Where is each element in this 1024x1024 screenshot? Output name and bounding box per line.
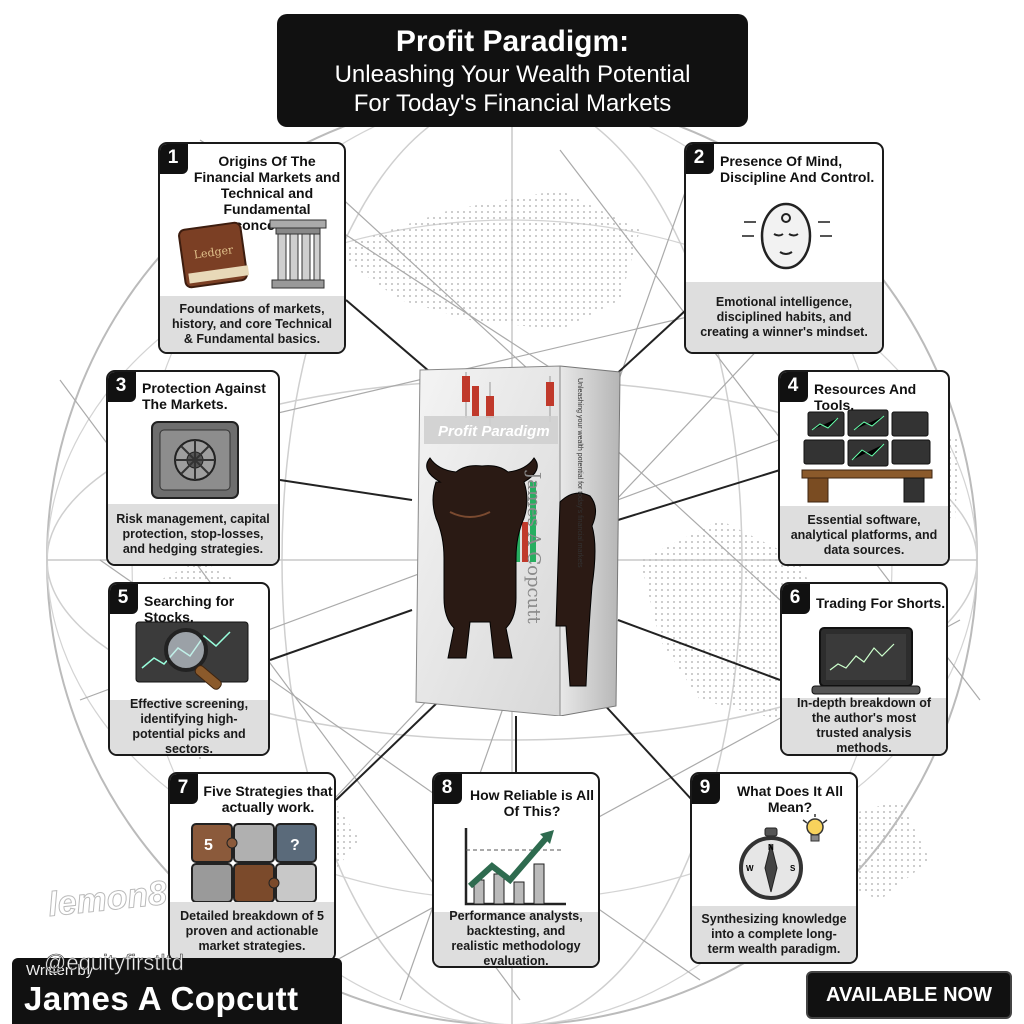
book-title: Profit Paradigm	[438, 423, 550, 440]
ledger-book-icon: Ledger	[178, 221, 250, 289]
ledger-label: Ledger	[193, 243, 235, 261]
panel-description: Risk management, capital protection, sto…	[108, 504, 278, 564]
svg-text:?: ?	[290, 837, 300, 854]
panel-description: Foundations of markets, history, and cor…	[160, 296, 344, 352]
panel-title: What Does It All Mean?	[736, 783, 844, 815]
panel-title: Trading For Shorts.	[816, 595, 946, 611]
panel-title: Five Strategies that actually work.	[203, 783, 333, 815]
title-main: Profit Paradigm:	[395, 25, 630, 58]
magnifier-chart-icon	[135, 621, 249, 690]
available-now-badge: AVAILABLE NOW	[806, 971, 1012, 1019]
panel-number: 3	[108, 372, 136, 402]
written-by-label: Written by	[26, 962, 94, 979]
panel-4: 4 Resources And Tools. Essential softwar…	[778, 370, 950, 566]
panel-title: Resources And Tools.	[814, 381, 917, 413]
panel-3: 3 Protection Against The Markets. Risk m…	[106, 370, 280, 566]
laptop-chart-icon	[811, 627, 921, 695]
rising-chart-icon	[464, 828, 566, 906]
svg-text:S: S	[790, 864, 796, 873]
panel-1: 1 Origins Of The Financial Markets and T…	[158, 142, 346, 354]
book-spine-text: Unleashing your wealth potential for tod…	[576, 378, 583, 568]
trading-desk-icon	[801, 409, 933, 503]
book-cover: Profit Paradigm James A Copcutt Unleashi…	[415, 365, 621, 716]
panel-number: 7	[170, 774, 198, 804]
panel-7: 7 Five Strategies that actually work. 5 …	[168, 772, 336, 962]
panel-number: 9	[692, 774, 720, 804]
panel-number: 4	[780, 372, 808, 402]
panel-description: Synthesizing knowledge into a complete l…	[692, 906, 856, 962]
panel-8: 8 How Reliable is All Of This? Performan…	[432, 772, 600, 968]
social-handle: @equityfirstltd	[44, 950, 184, 976]
panel-2: 2 Presence Of Mind, Discipline And Contr…	[684, 142, 884, 354]
panel-number: 6	[782, 584, 810, 614]
title-subtitle-line-1: Unleashing Your Wealth Potential	[334, 61, 691, 88]
lightbulb-icon	[802, 814, 828, 842]
panel-5: 5 Searching for Stocks. Effective screen…	[108, 582, 270, 756]
panel-title: Searching for Stocks.	[144, 593, 235, 625]
panel-title: How Reliable is All Of This?	[470, 787, 594, 819]
panel-title: Presence Of Mind, Discipline And Control…	[720, 153, 875, 185]
svg-text:W: W	[746, 864, 754, 873]
title-banner: Profit Paradigm: Unleashing Your Wealth …	[277, 14, 748, 127]
panel-number: 5	[110, 584, 138, 614]
puzzle-icon: 5 ?	[191, 823, 317, 903]
panel-description: Detailed breakdown of 5 proven and actio…	[170, 902, 334, 960]
title-subtitle-line-2: For Today's Financial Markets	[353, 90, 672, 117]
author-banner: Written by James A Copcutt	[12, 958, 342, 1024]
panel-description: Effective screening, identifying high-po…	[110, 697, 268, 754]
greek-column-icon	[269, 219, 327, 289]
panel-9: 9 What Does It All Mean? N W S Synthesiz…	[690, 772, 858, 964]
panel-description: Essential software, analytical platforms…	[780, 506, 948, 564]
panel-6: 6 Trading For Shorts. In-depth breakdown…	[780, 582, 948, 756]
panel-description: In-depth breakdown of the author's most …	[782, 696, 946, 754]
panel-number: 2	[686, 144, 714, 174]
meditating-head-icon	[742, 202, 832, 270]
book-author-vertical: James A Copcutt	[523, 470, 544, 624]
vault-icon	[151, 421, 239, 499]
panel-title: Protection Against The Markets.	[142, 380, 266, 412]
panel-number: 8	[434, 774, 462, 804]
panel-number: 1	[160, 144, 188, 174]
author-name: James A Copcutt	[24, 980, 299, 1017]
svg-text:N: N	[768, 843, 774, 852]
panel-description: Emotional intelligence, disciplined habi…	[686, 282, 882, 352]
compass-icon: N W S	[739, 827, 803, 900]
svg-text:5: 5	[204, 837, 213, 854]
panel-description: Performance analysts, backtesting, and r…	[434, 909, 598, 966]
